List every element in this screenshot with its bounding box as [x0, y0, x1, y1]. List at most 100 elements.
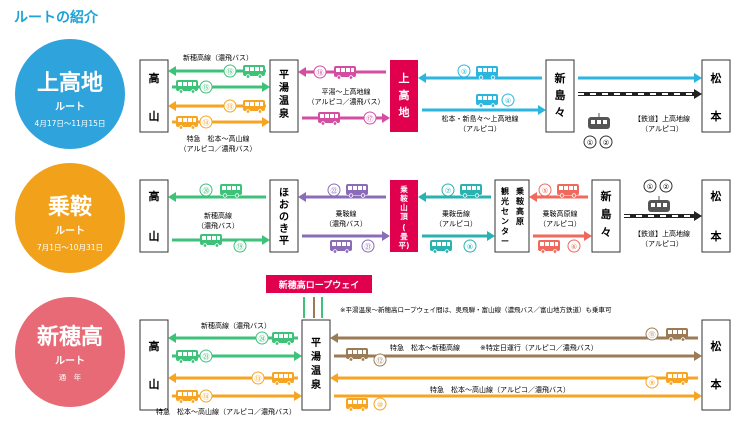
- svg-text:島: 島: [601, 207, 612, 221]
- svg-text:⑭: ⑭: [203, 393, 210, 401]
- svg-text:新穂高線（濃飛バス）: 新穂高線（濃飛バス）: [201, 321, 271, 330]
- svg-text:島: 島: [555, 88, 566, 102]
- ropeway-label: [266, 275, 372, 293]
- svg-text:き: き: [279, 223, 289, 235]
- route-shinhotaka: 新穂高 ルート 通 年 新穂高ロープウェイ ※平湯温泉～新穂高ロープウェイ間は、…: [15, 275, 731, 416]
- svg-text:松本・新島々～上高地線: 松本・新島々～上高地線: [442, 114, 519, 123]
- svg-text:④: ④: [505, 97, 511, 105]
- svg-text:㉒: ㉒: [331, 187, 338, 195]
- svg-text:㉓: ㉓: [203, 353, 210, 361]
- svg-text:（濃飛バス）: （濃飛バス）: [325, 219, 367, 228]
- svg-text:新: 新: [601, 189, 612, 203]
- route-badge-kamikochi: [15, 39, 125, 149]
- route-kamikochi: 上高地 ルート 4月17日～11月15日 高 山 平 湯 温 泉 上 高 地 新…: [15, 39, 731, 153]
- svg-text:①: ①: [647, 183, 653, 191]
- svg-text:（アルピコ）: （アルピコ）: [641, 240, 683, 248]
- svg-text:⑲: ⑲: [237, 243, 244, 251]
- svg-text:⑤: ⑤: [542, 187, 548, 195]
- svg-text:乗: 乗: [516, 186, 524, 196]
- svg-text:（濃飛バス）: （濃飛バス）: [197, 221, 239, 230]
- page-title: ルートの紹介: [14, 9, 99, 26]
- svg-text:ルート: ルート: [55, 355, 85, 367]
- svg-text:新穂高線（濃飛バス）: 新穂高線（濃飛バス）: [183, 53, 253, 62]
- svg-text:※平湯温泉～新穂高ロープウェイ間は、奥飛騨・富山線（濃飛バス: ※平湯温泉～新穂高ロープウェイ間は、奥飛騨・富山線（濃飛バス／富山地方鉄道）も乗…: [340, 305, 612, 314]
- svg-text:特急 松本～高山線（アルピコ／濃飛バス）: 特急 松本～高山線（アルピコ／濃飛バス）: [156, 407, 296, 416]
- svg-text:畳: 畳: [400, 231, 408, 241]
- svg-text:山: 山: [149, 377, 160, 391]
- svg-text:⑫: ⑫: [377, 357, 384, 365]
- station-matsumoto: [701, 59, 731, 133]
- station-kamikochi: [390, 60, 418, 132]
- svg-text:⑬: ⑬: [227, 103, 234, 111]
- svg-text:7月1日～10月31日: 7月1日～10月31日: [37, 243, 103, 252]
- svg-text:特急 松本～高山線: 特急 松本～高山線: [187, 134, 250, 143]
- svg-text:【鉄道】上高地線: 【鉄道】上高地線: [634, 114, 690, 123]
- svg-text:⑭: ⑭: [203, 119, 210, 127]
- svg-text:⑮: ⑮: [203, 84, 210, 92]
- svg-text:（アルピコ）: （アルピコ）: [435, 220, 477, 228]
- svg-text:光: 光: [500, 196, 509, 206]
- svg-text:平: 平: [279, 69, 289, 81]
- svg-text:高: 高: [149, 339, 160, 353]
- svg-text:本: 本: [711, 229, 722, 243]
- svg-text:平): 平): [399, 241, 410, 250]
- svg-text:⑯: ⑯: [227, 68, 234, 76]
- svg-text:特急 松本～高山線（アルピコ／濃飛バス）: 特急 松本～高山線（アルピコ／濃飛バス）: [430, 385, 570, 394]
- svg-text:タ: タ: [501, 226, 509, 236]
- svg-text:ほ: ほ: [279, 187, 289, 199]
- svg-text:々: 々: [555, 106, 566, 119]
- svg-text:の: の: [279, 212, 289, 223]
- svg-text:鞍: 鞍: [400, 193, 408, 203]
- svg-text:⑳: ⑳: [203, 187, 210, 195]
- svg-text:鞍: 鞍: [516, 196, 524, 206]
- svg-text:本: 本: [711, 109, 722, 123]
- svg-text:温: 温: [311, 364, 321, 377]
- svg-text:泉: 泉: [310, 378, 322, 391]
- svg-text:松: 松: [711, 189, 722, 203]
- route-sub: ルート: [55, 101, 85, 113]
- svg-text:お: お: [279, 199, 289, 211]
- svg-text:平: 平: [279, 235, 289, 247]
- svg-text:温: 温: [279, 94, 289, 107]
- svg-text:③: ③: [461, 68, 467, 76]
- svg-text:観: 観: [501, 186, 509, 196]
- svg-text:湯: 湯: [311, 350, 321, 363]
- svg-text:【鉄道】上高地線: 【鉄道】上高地線: [634, 229, 690, 238]
- svg-text:乗: 乗: [400, 184, 408, 194]
- svg-text:（アルピコ）: （アルピコ）: [459, 125, 501, 133]
- svg-text:新穂高: 新穂高: [37, 324, 103, 350]
- svg-text:㉔: ㉔: [259, 335, 266, 343]
- svg-text:新: 新: [555, 71, 566, 85]
- svg-text:松: 松: [711, 71, 722, 85]
- svg-text:(: (: [402, 223, 405, 232]
- svg-text:高: 高: [149, 71, 160, 85]
- svg-text:本: 本: [711, 377, 722, 391]
- route-norikura: 乗鞍 ルート 7月1日～10月31日 高 山 ほ お の き 平 乗 鞍 山 頂…: [15, 163, 731, 273]
- svg-text:①: ①: [587, 139, 593, 147]
- svg-text:高: 高: [516, 206, 524, 216]
- svg-text:②: ②: [603, 139, 609, 147]
- station-shinshimashima: [545, 59, 575, 133]
- svg-text:（アルピコ）: （アルピコ）: [539, 220, 581, 228]
- svg-text:（アルピコ）: （アルピコ）: [641, 125, 683, 133]
- svg-text:⑥: ⑥: [571, 243, 577, 251]
- svg-text:セ: セ: [501, 207, 509, 216]
- svg-text:上: 上: [399, 71, 410, 85]
- svg-text:⑧: ⑧: [467, 243, 473, 251]
- svg-text:②: ②: [663, 183, 669, 191]
- svg-text:（アルピコ／濃飛バス）: （アルピコ／濃飛バス）: [180, 144, 257, 153]
- svg-text:原: 原: [516, 217, 524, 226]
- route-period: 4月17日～11月15日: [35, 119, 106, 128]
- svg-text:松: 松: [711, 339, 722, 353]
- svg-text:乗鞍高原線: 乗鞍高原線: [543, 209, 578, 218]
- station-takayama: [139, 59, 169, 133]
- svg-text:高: 高: [149, 189, 160, 203]
- route-name: 上高地: [37, 70, 103, 96]
- svg-text:泉: 泉: [278, 107, 290, 120]
- svg-text:⑬: ⑬: [255, 375, 262, 383]
- svg-text:⑪: ⑪: [649, 331, 656, 339]
- svg-text:ルート: ルート: [55, 225, 85, 237]
- svg-text:⑩: ⑩: [377, 401, 383, 409]
- svg-text:乗鞍岳線: 乗鞍岳線: [442, 209, 470, 218]
